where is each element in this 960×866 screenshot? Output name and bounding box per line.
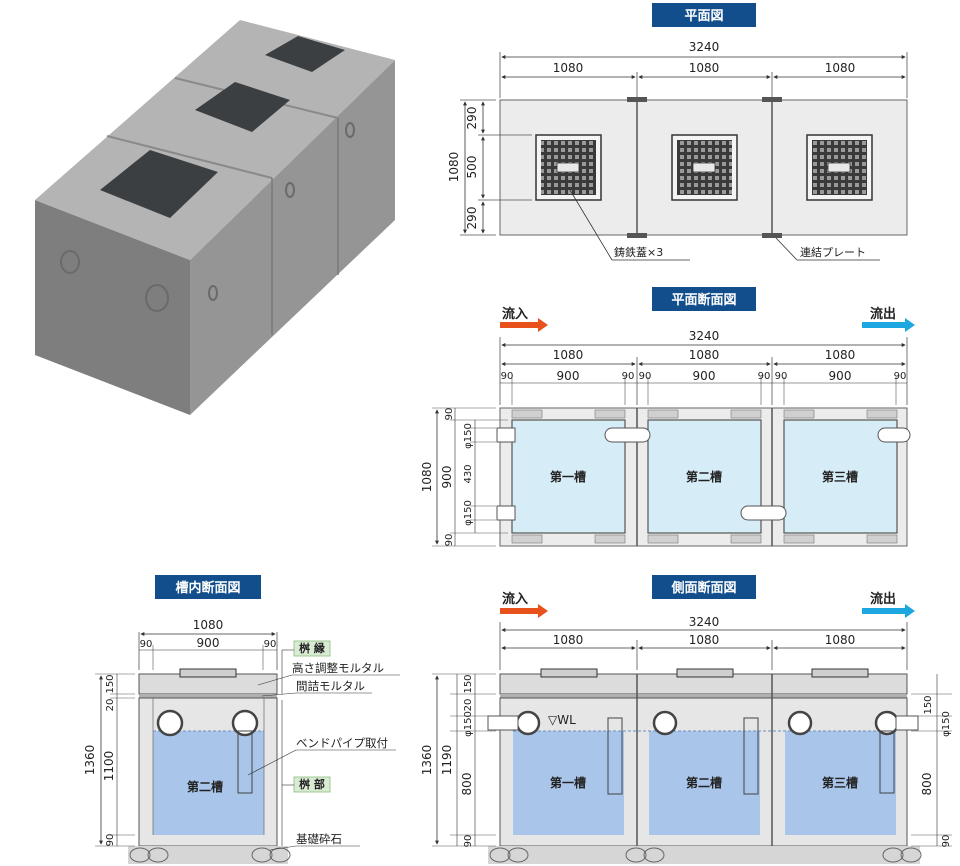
tank-section-sub-2: 900 [197,636,220,650]
plan-tank-3 [783,419,898,534]
plan-dim-left-1: 290 [465,107,479,130]
side-section-dim-right-3: 800 [920,773,934,796]
side-section-dim-seg-2: 1080 [689,633,720,647]
side-tank-label-2: 第二槽 [686,775,722,790]
tank-section-dim-left-2: 20 [105,699,116,712]
plan-dim-seg-1: 1080 [553,61,584,75]
callout-foundation-gravel: 基礎砕石 [296,832,342,846]
tank-section-dim-top: 1080 [193,618,224,632]
plan-section-title: 平面断面図 [671,292,736,308]
tank-section-dim-left-3: 1100 [102,751,116,782]
inflow-arrow-2 [500,604,548,618]
side-section-dim-total: 3240 [689,615,720,629]
plan-title: 平面図 [684,9,723,24]
plan-dim-left-2: 500 [465,156,479,179]
tank-section-dim-left-4: 90 [105,834,116,847]
callout-bend-pipe: ベンドパイプ取付 [296,736,388,750]
inflow-label-2: 流入 [502,591,528,607]
plan-section-dim-seg-2: 1080 [689,348,720,362]
plan-section-dim-left-1: 90 [444,408,455,421]
plan-dim-seg-2: 1080 [689,61,720,75]
outflow-arrow-1 [862,318,915,332]
inflow-label-1: 流入 [502,306,528,322]
plan-section-dim-total: 3240 [689,329,720,343]
plan-section-pipe-3: φ150 [463,500,474,526]
label-body: 桝 部 [299,777,325,791]
outflow-label-2: 流出 [870,591,896,607]
side-section-dim-left-3: φ150 [463,711,474,737]
side-section-view: 側面断面図 流入 流出 3240 1080 1080 1080 [420,575,952,864]
tank-section-title: 槽内断面図 [175,580,240,596]
plan-dim-seg-3: 1080 [825,61,856,75]
plan-dim-left-total: 1080 [447,152,461,183]
plan-section-dim-seg-3: 1080 [825,348,856,362]
side-water-1 [513,731,624,835]
plan-section-dim-left-total: 1080 [420,462,434,493]
side-section-dim-right-1: 150 [923,695,934,714]
plan-tank-label-1: 第一槽 [550,469,586,484]
side-tank-label-3: 第三槽 [822,775,858,790]
side-section-dim-left-4: 1190 [440,745,454,776]
tank-section-dim-left-1: 150 [105,674,116,693]
iron-cover-3 [265,36,345,72]
side-section-dim-right-4: 90 [941,835,952,848]
inflow-arrow-1 [500,318,548,332]
plan-section-pipe-2: 430 [463,464,474,483]
side-section-dim-right-2: φ150 [941,711,952,737]
callout-cast-iron-cover: 鋳鉄蓋×3 [614,245,663,259]
plan-section-sub-9: 90 [894,371,907,382]
cast-iron-cover-3 [806,134,873,201]
tank-section-sub-3: 90 [264,639,277,650]
plan-section-view: 平面断面図 流入 流出 3240 1080 1080 1080 90 900 9… [420,287,915,547]
tank-section-view: 槽内断面図 1080 90 900 90 第二槽 13 [83,575,400,864]
plan-title-box [652,3,756,27]
callout-height-mortar: 高さ調整モルタル [292,661,384,675]
plan-section-dim-left-2: 900 [440,466,454,489]
plan-section-sub-7: 90 [775,371,788,382]
plan-section-sub-2: 900 [557,369,580,383]
plan-tank-label-3: 第三槽 [822,469,858,484]
water-level-label: ▽WL [548,713,576,727]
tank-section-sub-1: 90 [140,639,153,650]
plan-section-sub-3: 90 [622,371,635,382]
side-section-dim-left-total: 1360 [420,745,434,776]
plan-dim-total: 3240 [689,40,720,54]
tank-section-tank-label: 第二槽 [187,779,223,794]
side-section-dim-left-5: 800 [460,773,474,796]
plan-section-sub-8: 900 [829,369,852,383]
side-section-dim-seg-1: 1080 [553,633,584,647]
isometric-view [35,20,395,415]
plan-section-dim-left-3: 90 [444,534,455,547]
side-tank-label-1: 第一槽 [550,775,586,790]
plan-view: 平面図 3240 1080 1080 1080 [447,3,908,261]
tank-section-dim-left-total: 1360 [83,745,97,776]
plan-section-dim-seg-1: 1080 [553,348,584,362]
label-rim: 桝 縁 [299,641,325,655]
callout-connection-plate: 連結プレート [800,245,866,259]
plan-section-sub-4: 90 [639,371,652,382]
plan-dim-left-3: 290 [465,207,479,230]
side-section-dim-left-1: 150 [463,674,474,693]
side-water-2 [649,731,760,835]
plan-section-pipe-1: φ150 [463,423,474,449]
outflow-arrow-2 [862,604,915,618]
cast-iron-cover-2 [671,134,738,201]
side-section-dim-seg-3: 1080 [825,633,856,647]
iron-cover-1 [100,150,218,218]
tank-section-water [153,731,264,835]
plan-tank-label-2: 第二槽 [686,469,722,484]
iron-cover-2 [195,82,290,132]
plan-section-sub-5: 900 [693,369,716,383]
callout-filling-mortar: 間詰モルタル [296,679,365,693]
side-water-3 [785,731,896,835]
outflow-label-1: 流出 [870,306,896,322]
side-section-dim-left-6: 90 [463,835,474,848]
cast-iron-cover-1 [535,134,602,201]
side-section-dim-left-2: 20 [463,699,474,712]
plan-section-sub-1: 90 [501,371,514,382]
side-section-title: 側面断面図 [670,580,736,596]
plan-section-sub-6: 90 [758,371,771,382]
